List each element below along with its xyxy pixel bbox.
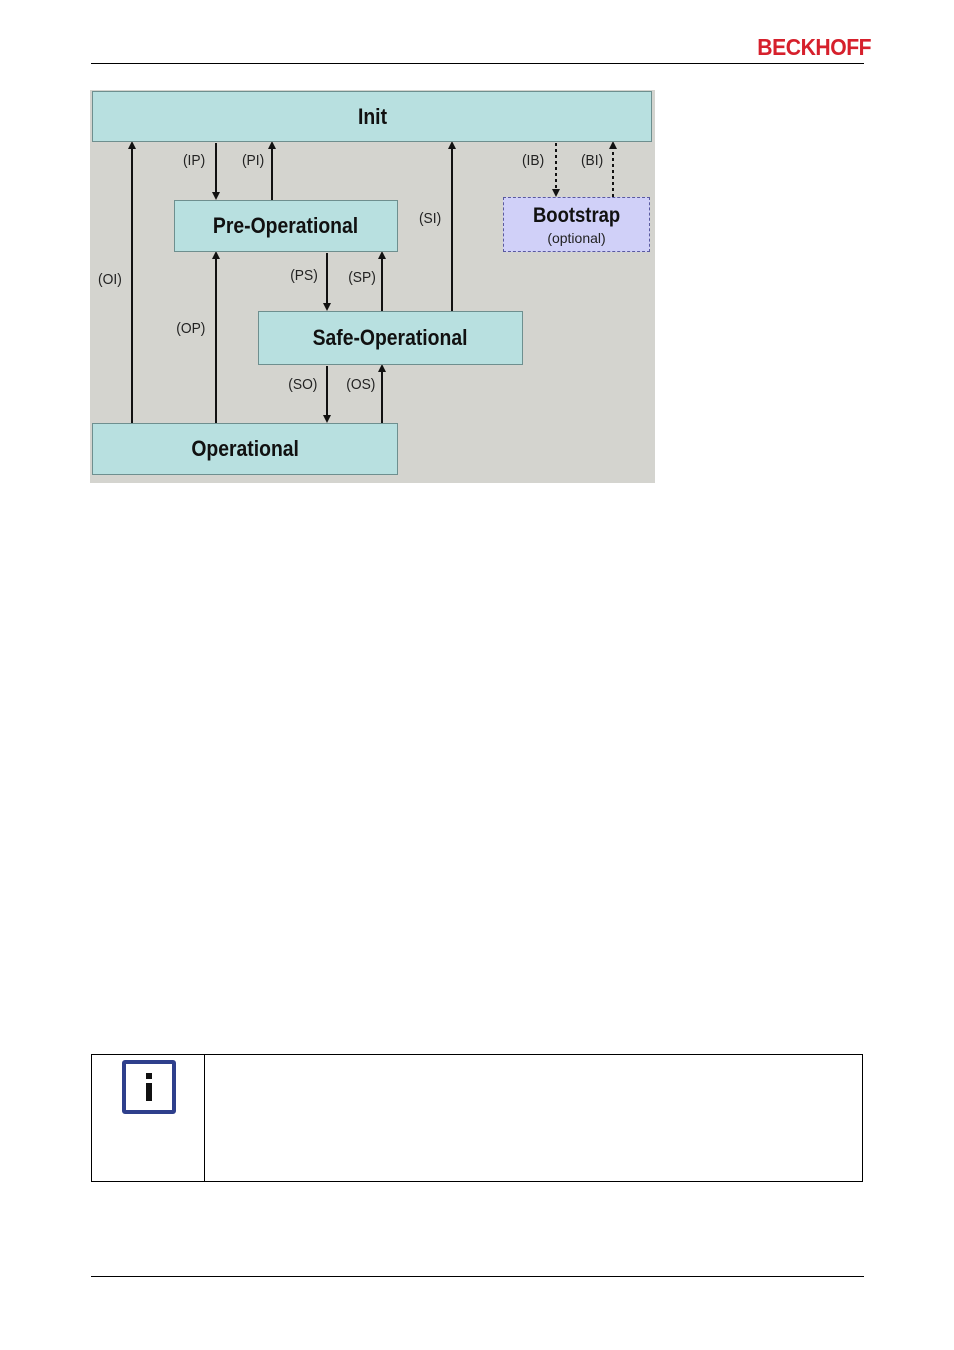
info-icon bbox=[122, 1060, 176, 1114]
header-rule bbox=[91, 63, 864, 64]
transition-label-ib: (IB) bbox=[521, 152, 545, 169]
state-bootstrap: Bootstrap (optional) bbox=[503, 197, 650, 252]
transition-label-ps: (PS) bbox=[290, 267, 318, 284]
transition-label-pi: (PI) bbox=[241, 152, 265, 169]
state-safe-operational-label: Safe-Operational bbox=[313, 325, 468, 350]
state-init-label: Init bbox=[357, 103, 387, 129]
state-init: Init bbox=[92, 91, 652, 142]
note-divider bbox=[204, 1055, 205, 1181]
state-operational-label: Operational bbox=[191, 436, 299, 461]
transition-label-op: (OP) bbox=[176, 320, 206, 337]
state-operational: Operational bbox=[92, 423, 398, 475]
transition-label-os: (OS) bbox=[346, 376, 376, 393]
transition-arrows bbox=[128, 141, 617, 423]
state-pre-operational-label: Pre-Operational bbox=[213, 213, 359, 238]
beckhoff-logo: BECKHOFF bbox=[757, 34, 872, 60]
ethercat-state-machine-diagram: Init Pre-Operational Safe-Operational Op… bbox=[90, 90, 655, 483]
footer-rule bbox=[91, 1276, 864, 1277]
state-pre-operational: Pre-Operational bbox=[174, 200, 398, 252]
transition-label-oi: (OI) bbox=[98, 271, 122, 288]
note-box bbox=[91, 1054, 863, 1182]
transition-label-so: (SO) bbox=[288, 376, 318, 393]
transition-label-ip: (IP) bbox=[182, 152, 206, 169]
state-safe-operational: Safe-Operational bbox=[258, 311, 523, 365]
transition-label-bi: (BI) bbox=[580, 152, 604, 169]
transition-label-sp: (SP) bbox=[348, 269, 376, 286]
transition-label-si: (SI) bbox=[418, 210, 442, 227]
state-bootstrap-label: Bootstrap bbox=[532, 203, 621, 227]
state-bootstrap-sublabel: (optional) bbox=[547, 229, 606, 246]
